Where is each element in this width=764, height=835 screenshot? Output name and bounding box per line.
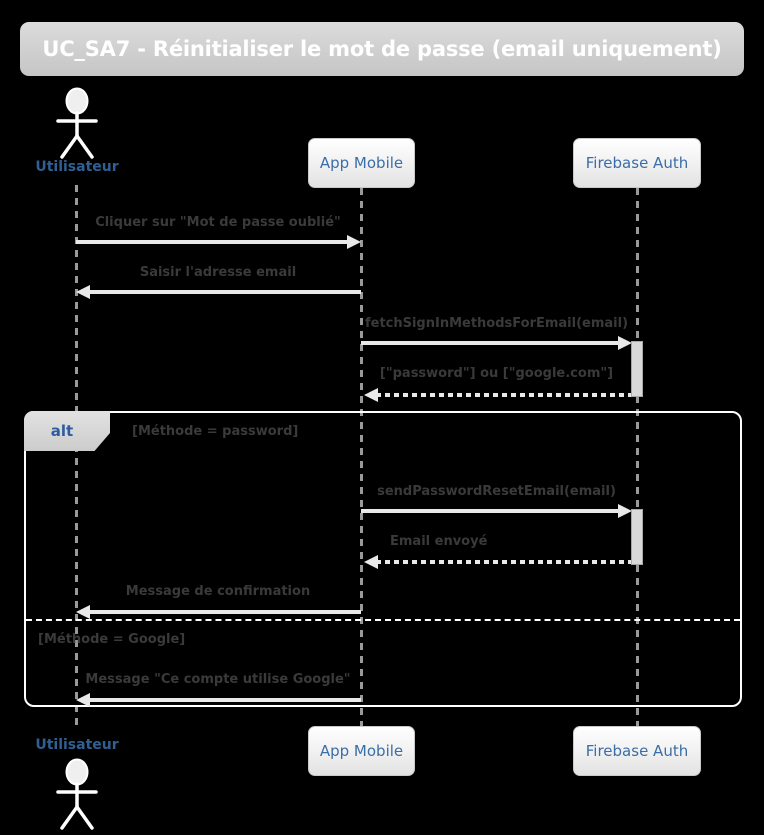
actor-label-top: Utilisateur: [35, 159, 119, 175]
message-label: Message de confirmation: [125, 584, 311, 599]
participant-label: App Mobile: [319, 154, 404, 172]
return-arrow-left: [364, 388, 631, 402]
arrow-shaft: [361, 509, 620, 513]
arrow-head-icon: [618, 504, 632, 518]
actor-stick-figure-icon: [56, 758, 98, 830]
arrow-shaft: [88, 610, 361, 614]
alt-divider: [26, 619, 740, 621]
arrow-head-icon: [76, 285, 90, 299]
participant-app-mobile-top: App Mobile: [308, 138, 415, 188]
message-label: Message "Ce compte utilise Google": [85, 672, 351, 687]
participant-label: App Mobile: [319, 742, 404, 760]
alt-fragment: alt [Méthode = password] [Méthode = Goog…: [24, 411, 742, 707]
arrow-head-icon: [76, 693, 90, 707]
participant-label: Firebase Auth: [585, 154, 689, 172]
activation-bar-firebase: [631, 341, 643, 397]
guard-label-password: [Méthode = password]: [132, 424, 299, 439]
message-arrow-left: [76, 605, 361, 619]
message-label: fetchSignInMethodsForEmail(email): [364, 316, 629, 331]
participant-label: Firebase Auth: [585, 742, 689, 760]
arrow-shaft: [361, 341, 620, 345]
message-arrow-left: [76, 693, 361, 707]
arrow-head-icon: [364, 388, 378, 402]
participant-app-mobile-bottom: App Mobile: [308, 726, 415, 776]
return-arrow-left: [364, 555, 631, 569]
lifeline-app-mobile: [360, 188, 363, 726]
arrow-head-icon: [618, 336, 632, 350]
arrow-shaft: [88, 698, 361, 702]
arrow-shaft: [88, 290, 361, 294]
arrow-shaft: [376, 560, 631, 564]
guard-label-google: [Méthode = Google]: [38, 632, 186, 647]
message-label: Saisir l'adresse email: [139, 265, 297, 280]
message-arrow-right: [76, 235, 361, 249]
message-label: Email envoyé: [390, 534, 488, 549]
alt-operator-badge: alt: [24, 411, 110, 451]
arrow-head-icon: [76, 605, 90, 619]
diagram-title: UC_SA7 - Réinitialiser le mot de passe (…: [20, 22, 744, 76]
message-label: Cliquer sur "Mot de passe oublié": [95, 215, 341, 230]
message-arrow-right: [361, 336, 632, 350]
message-label: sendPasswordResetEmail(email): [377, 484, 616, 499]
message-label: ["password"] ou ["google.com"]: [379, 366, 614, 381]
arrow-shaft: [376, 393, 631, 397]
arrow-shaft: [76, 240, 349, 244]
lifeline-firebase-auth: [636, 188, 639, 726]
message-arrow-right: [361, 504, 632, 518]
lifeline-utilisateur: [75, 185, 78, 725]
activation-bar-firebase: [631, 509, 643, 565]
arrow-head-icon: [347, 235, 361, 249]
participant-firebase-auth-bottom: Firebase Auth: [573, 726, 701, 776]
arrow-head-icon: [364, 555, 378, 569]
actor-label-bottom: Utilisateur: [35, 737, 119, 753]
actor-stick-figure-icon: [56, 87, 98, 159]
participant-firebase-auth-top: Firebase Auth: [573, 138, 701, 188]
message-arrow-left: [76, 285, 361, 299]
